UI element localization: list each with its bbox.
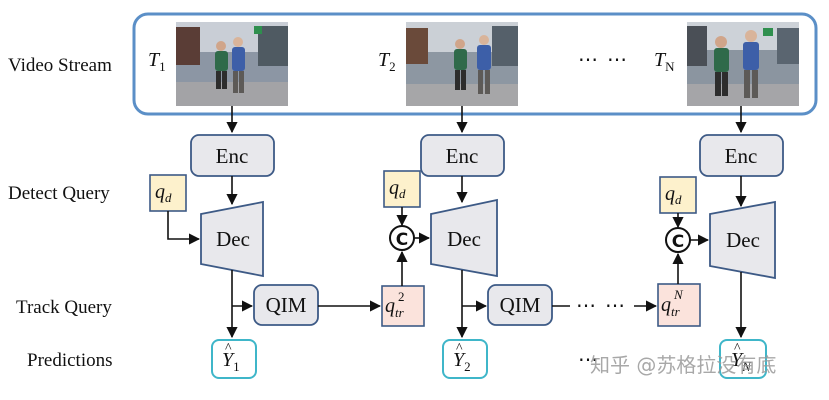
encoder-1-label: Enc xyxy=(216,144,249,168)
detect-query-n: qd xyxy=(659,176,697,214)
video-stream-container xyxy=(132,12,818,116)
decoder-1: Dec xyxy=(200,200,264,278)
encoder-n: Enc xyxy=(699,134,784,177)
prediction-2: Y2 ^ xyxy=(442,339,488,379)
video-frame-n xyxy=(687,22,799,106)
track-query-n-sup: N xyxy=(673,287,684,302)
prediction-1: Y1 ^ xyxy=(211,339,257,379)
concat-node-2: C xyxy=(389,225,415,251)
row-label-video-stream: Video Stream xyxy=(8,55,112,76)
concat-node-n-symbol: C xyxy=(672,232,684,252)
prediction-ellipsis: ⋯ xyxy=(578,349,600,371)
video-frame-1 xyxy=(176,22,288,106)
track-ellipsis: ⋯ ⋯ xyxy=(576,295,627,317)
frame-label-2: T2 xyxy=(378,49,396,74)
frame-label-n: TN xyxy=(654,49,675,74)
encoder-1: Enc xyxy=(190,134,275,177)
video-frame-2 xyxy=(406,22,518,106)
qim-1: QIM xyxy=(253,284,319,326)
track-query-2-label: qtr xyxy=(385,295,405,320)
detect-query-2: qd xyxy=(383,170,421,208)
frames-ellipsis: ⋯ ⋯ xyxy=(578,49,629,71)
detect-query-n-label: qd xyxy=(665,183,682,207)
encoder-2-label: Enc xyxy=(446,144,479,168)
track-query-2-sup: 2 xyxy=(398,289,405,304)
concat-node-2-symbol: C xyxy=(396,230,408,250)
prediction-n-label: YN xyxy=(731,349,752,374)
row-label-predictions: Predictions xyxy=(27,350,113,371)
frame-label-1: T1 xyxy=(148,49,166,74)
row-label-detect-query: Detect Query xyxy=(8,183,110,204)
arrow-detect1-dec1 xyxy=(167,211,201,245)
concat-node-n: C xyxy=(665,227,691,253)
prediction-1-hat: ^ xyxy=(225,341,232,356)
row-label-track-query: Track Query xyxy=(16,297,112,318)
track-query-n: qtr N xyxy=(657,283,701,327)
qim-2-label: QIM xyxy=(500,293,541,317)
prediction-2-label: Y2 xyxy=(453,349,471,374)
detect-query-2-label: qd xyxy=(389,177,406,201)
watermark: 知乎 @苏格拉没有底 xyxy=(590,353,776,377)
qim-2: QIM xyxy=(487,284,553,326)
prediction-1-label: Y1 xyxy=(222,349,240,374)
qim-1-label: QIM xyxy=(266,293,307,317)
decoder-n: Dec xyxy=(709,200,776,280)
decoder-n-label: Dec xyxy=(726,228,760,252)
prediction-n-hat: ^ xyxy=(734,341,741,356)
encoder-n-label: Enc xyxy=(725,144,758,168)
prediction-2-hat: ^ xyxy=(456,341,463,356)
decoder-2: Dec xyxy=(430,198,498,278)
decoder-1-label: Dec xyxy=(216,227,250,251)
encoder-2: Enc xyxy=(420,134,505,177)
detect-query-1-label: qd xyxy=(155,181,172,205)
track-query-n-label: qtr xyxy=(661,294,681,319)
detect-query-1: qd xyxy=(149,174,187,212)
decoder-2-label: Dec xyxy=(447,227,481,251)
track-query-2: qtr 2 xyxy=(381,285,425,327)
prediction-n: YN ^ xyxy=(719,339,767,379)
